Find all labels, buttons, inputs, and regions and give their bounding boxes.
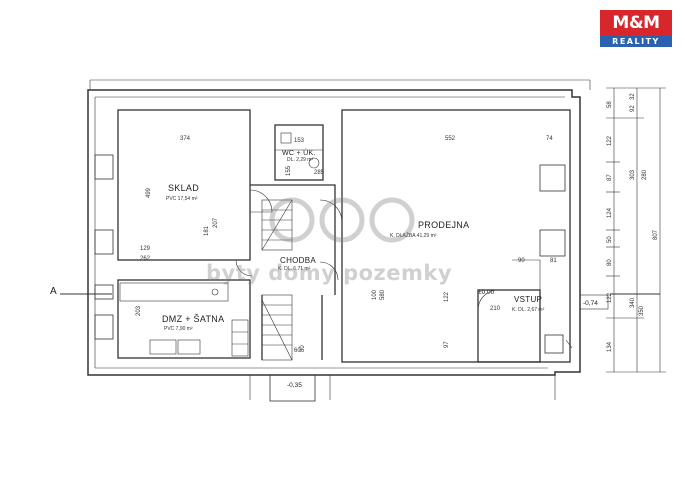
watermark-text: byty domy pozemky xyxy=(206,261,452,285)
dim-207: 207 xyxy=(213,217,219,228)
dim-203: 203 xyxy=(136,305,142,316)
dim-129: 129 xyxy=(140,246,151,252)
label-sklad: SKLAD xyxy=(168,183,199,193)
dim-210: 210 xyxy=(490,306,501,312)
svg-text:122: 122 xyxy=(607,292,613,303)
svg-text:124: 124 xyxy=(607,207,613,218)
dim-60: 60 xyxy=(294,348,301,354)
area-chodba: K. DL. 6,71 m² xyxy=(278,266,311,272)
room-dmz xyxy=(117,279,251,359)
right-windows xyxy=(539,164,566,354)
label-prodejna: PRODEJNA xyxy=(418,220,469,230)
watermark: byty domy pozemky xyxy=(206,197,452,285)
room-wc xyxy=(274,124,324,181)
area-vstup: K. DL. 2,67 m² xyxy=(512,307,545,313)
svg-text:134: 134 xyxy=(607,341,613,352)
dim-74: 74 xyxy=(546,136,553,142)
logo-tagline: REALITY xyxy=(600,36,672,47)
dim-97: 97 xyxy=(444,341,450,348)
svg-text:350: 350 xyxy=(639,305,645,316)
dim-374: 374 xyxy=(180,136,191,142)
dim-552: 552 xyxy=(445,136,456,142)
dim-122: 122 xyxy=(444,291,450,302)
svg-text:280: 280 xyxy=(642,169,648,180)
outer-wall xyxy=(87,89,581,376)
dim-499: 499 xyxy=(146,187,152,198)
dim-90: 90 xyxy=(518,258,525,264)
dim-181: 181 xyxy=(204,225,210,236)
label-dmz: DMZ + ŠATNA xyxy=(162,314,224,324)
dim-155: 155 xyxy=(286,165,292,176)
room-vstup xyxy=(477,289,541,363)
right-chain-labels: 58 122 87 124 50 80 122 134 32 92 303 28… xyxy=(607,93,659,352)
svg-text:807: 807 xyxy=(653,229,659,240)
level-minus-035: -0,35 xyxy=(287,382,302,389)
svg-text:303: 303 xyxy=(630,169,636,180)
logo-brand: M&M xyxy=(600,10,672,36)
dim-80: 80 xyxy=(300,345,306,352)
level-minus-074: -0,74 xyxy=(583,300,598,307)
label-vstup: VSTUP xyxy=(514,295,542,304)
staircase xyxy=(261,199,293,361)
svg-text:92: 92 xyxy=(630,105,636,112)
dim-153: 153 xyxy=(294,138,305,144)
dim-81: 81 xyxy=(550,258,557,264)
svg-text:122: 122 xyxy=(607,135,613,146)
svg-text:58: 58 xyxy=(607,101,613,108)
svg-text:87: 87 xyxy=(607,174,613,181)
level-zero: ±0,00 xyxy=(478,289,495,296)
area-wc: DL. 2,29 m² xyxy=(287,157,313,163)
dim-580: 580 xyxy=(380,289,386,300)
svg-text:340: 340 xyxy=(630,297,636,308)
dim-100: 100 xyxy=(372,289,378,300)
dim-262: 262 xyxy=(140,256,151,262)
section-marker-a: A xyxy=(50,286,57,297)
area-sklad: PVC 17,54 m² xyxy=(166,196,198,202)
room-prodejna xyxy=(341,109,571,363)
area-prodejna: K. DLAŽBA 41,29 m² xyxy=(390,231,437,239)
label-wc: WC + ÚK. xyxy=(282,148,316,157)
label-chodba: CHODBA xyxy=(280,256,316,265)
realty-logo: M&M REALITY xyxy=(600,10,672,48)
area-dmz: PVC 7,90 m² xyxy=(164,326,193,332)
svg-text:32: 32 xyxy=(630,93,636,100)
left-windows xyxy=(94,154,114,340)
svg-text:80: 80 xyxy=(607,259,613,266)
dim-285: 285 xyxy=(314,170,325,176)
dimension-chain-right xyxy=(606,87,666,373)
svg-text:50: 50 xyxy=(607,236,613,243)
